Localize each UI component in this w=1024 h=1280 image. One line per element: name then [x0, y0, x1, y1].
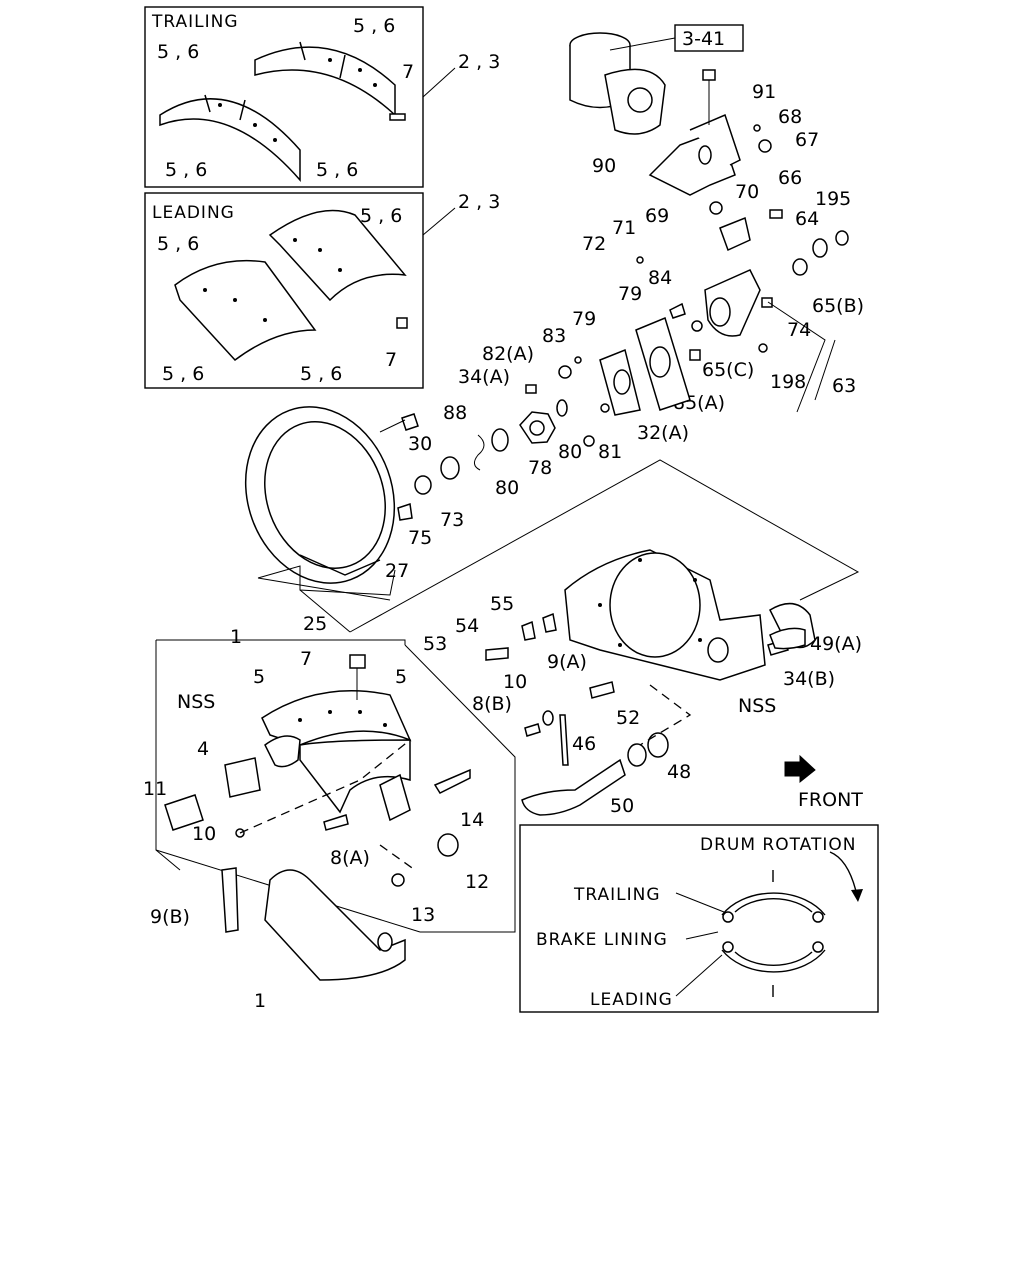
callout-9b: 9(B) — [150, 906, 190, 928]
callout-5a: 5 — [253, 666, 265, 688]
callout-trailing-56-a: 5 , 6 — [353, 15, 395, 37]
brake-spider-housing — [564, 549, 816, 681]
callout-73: 73 — [440, 509, 464, 531]
callout-27: 27 — [385, 560, 409, 582]
callout-trailing-56-d: 5 , 6 — [316, 159, 358, 181]
callout-67: 67 — [795, 129, 819, 151]
legend-leading: LEADING — [590, 990, 673, 1010]
ref-box-label: 3-41 — [682, 28, 725, 50]
callout-55: 55 — [490, 593, 514, 615]
callout-50: 50 — [610, 795, 634, 817]
leading-box-title: LEADING — [152, 203, 235, 223]
callout-79a: 79 — [618, 283, 642, 305]
callout-80b: 80 — [495, 477, 519, 499]
chamber-bracket — [648, 69, 741, 196]
slack-adjuster — [558, 209, 849, 447]
callout-74: 74 — [787, 319, 811, 341]
callout-trailing-56-b: 5 , 6 — [157, 41, 199, 63]
drum-rotation-legend: DRUM ROTATION TRAILING BRAKE LINING LEAD… — [519, 824, 879, 1013]
callout-5b: 5 — [395, 666, 407, 688]
ref-box: 3-41 — [609, 24, 744, 52]
callout-198: 198 — [770, 371, 806, 393]
callout-66: 66 — [778, 167, 802, 189]
callout-91: 91 — [752, 81, 776, 103]
callout-7: 7 — [300, 648, 312, 670]
callout-48: 48 — [667, 761, 691, 783]
callout-1b: 1 — [254, 990, 266, 1012]
leading-lining-box: LEADING — [144, 192, 424, 389]
callout-54: 54 — [455, 615, 479, 637]
callout-4: 4 — [197, 738, 209, 760]
callout-12: 12 — [465, 871, 489, 893]
callout-nss-2: NSS — [177, 691, 215, 713]
brake-shoe-assembly — [155, 639, 516, 933]
trailing-lining-box: TRAILING — [144, 6, 424, 188]
callout-70: 70 — [735, 181, 759, 203]
callout-88: 88 — [443, 402, 467, 424]
callout-75: 75 — [408, 527, 432, 549]
callout-68: 68 — [778, 106, 802, 128]
brake-chamber — [569, 32, 666, 135]
callout-leading-56-b: 5 , 6 — [157, 233, 199, 255]
callout-65b: 65(B) — [812, 295, 864, 317]
callout-leading-56-c: 5 , 6 — [162, 363, 204, 385]
callout-32a: 32(A) — [637, 422, 689, 444]
callout-25: 25 — [303, 613, 327, 635]
callout-34b: 34(B) — [783, 668, 835, 690]
callout-46: 46 — [572, 733, 596, 755]
callout-90: 90 — [592, 155, 616, 177]
callout-72: 72 — [582, 233, 606, 255]
dust-shield — [244, 406, 396, 584]
callout-10a: 10 — [503, 671, 527, 693]
legend-drum-rotation: DRUM ROTATION — [700, 835, 856, 855]
callout-63: 63 — [832, 375, 856, 397]
camshaft-bushing — [519, 384, 568, 444]
callout-83: 83 — [542, 325, 566, 347]
callout-nss-1: NSS — [738, 695, 776, 717]
callout-13: 13 — [411, 904, 435, 926]
trailing-box-title: TRAILING — [151, 12, 239, 32]
callout-82a: 82(A) — [482, 343, 534, 365]
callout-34a: 34(A) — [458, 366, 510, 388]
callout-52: 52 — [616, 707, 640, 729]
callout-leading-56-d: 5 , 6 — [300, 363, 342, 385]
callout-trailing-23: 2 , 3 — [458, 51, 500, 73]
callout-53: 53 — [423, 633, 447, 655]
callout-leading-7: 7 — [385, 349, 397, 371]
callout-leading-23: 2 , 3 — [458, 191, 500, 213]
callout-64: 64 — [795, 208, 819, 230]
callout-trailing-7: 7 — [402, 61, 414, 83]
callout-78: 78 — [528, 457, 552, 479]
legend-trailing: TRAILING — [573, 885, 661, 905]
callout-84: 84 — [648, 267, 672, 289]
callout-65c: 65(C) — [702, 359, 754, 381]
callout-11: 11 — [143, 778, 167, 800]
callout-80a: 80 — [558, 441, 582, 463]
front-arrow: FRONT — [784, 754, 863, 811]
callout-81: 81 — [598, 441, 622, 463]
callout-10b: 10 — [192, 823, 216, 845]
callout-8b: 8(B) — [472, 693, 512, 715]
callout-leading-56-a: 5 , 6 — [360, 205, 402, 227]
callout-69: 69 — [645, 205, 669, 227]
callout-195: 195 — [815, 188, 851, 210]
legend-brake-lining: BRAKE LINING — [536, 930, 668, 950]
callout-8a: 8(A) — [330, 847, 370, 869]
callout-14: 14 — [460, 809, 484, 831]
front-label: FRONT — [798, 789, 863, 811]
callout-49a: 49(A) — [810, 633, 862, 655]
callout-71: 71 — [612, 217, 636, 239]
callout-79b: 79 — [572, 308, 596, 330]
callout-9a: 9(A) — [547, 651, 587, 673]
callout-1a: 1 — [230, 626, 242, 648]
callout-30: 30 — [408, 433, 432, 455]
callout-trailing-56-c: 5 , 6 — [165, 159, 207, 181]
